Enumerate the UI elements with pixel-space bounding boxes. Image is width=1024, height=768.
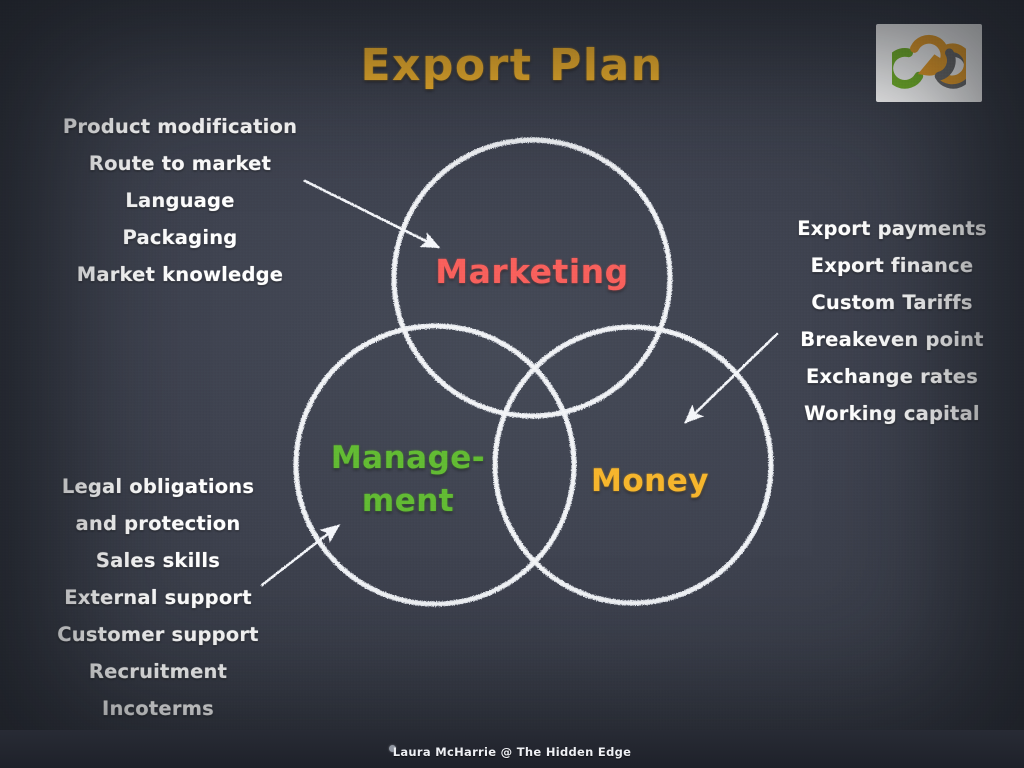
- list-item: Recruitment: [88, 660, 228, 683]
- bullet-dot-icon: [389, 745, 396, 752]
- slide-title: Export Plan: [360, 40, 664, 91]
- footer-band: [0, 730, 1024, 768]
- venn-label-marketing: Marketing: [435, 252, 629, 291]
- arrow-to-marketing: [303, 179, 441, 249]
- list-management: Legal obligations and protection Sales s…: [18, 468, 298, 727]
- list-item: Export payments: [797, 217, 987, 240]
- list-item: Language: [125, 189, 235, 212]
- logo-rings-icon: [892, 34, 966, 89]
- arrow-to-money: [684, 332, 779, 424]
- list-item: Route to market: [88, 152, 272, 175]
- list-item: Market knowledge: [76, 263, 284, 286]
- venn-label-management-line1: Manage-: [330, 440, 486, 476]
- list-item: Product modification: [62, 115, 298, 138]
- list-item: Packaging: [122, 226, 238, 249]
- arrow-to-management: [260, 524, 341, 587]
- list-item: Working capital: [804, 402, 980, 425]
- list-item: Breakeven point: [800, 328, 984, 351]
- list-money: Export payments Export finance Custom Ta…: [770, 210, 1014, 432]
- list-item: Sales skills: [95, 549, 221, 572]
- list-item: and protection: [75, 512, 241, 535]
- list-item: Custom Tariffs: [811, 291, 973, 314]
- list-item: Export finance: [810, 254, 974, 277]
- list-item: Incoterms: [102, 697, 214, 720]
- list-item: Customer support: [57, 623, 259, 646]
- list-item: Legal obligations: [61, 475, 255, 498]
- venn-label-management: Manage- ment: [318, 437, 498, 523]
- list-item: External support: [64, 586, 252, 609]
- list-item: Exchange rates: [805, 365, 979, 388]
- venn-label-money: Money: [591, 463, 709, 499]
- footer-credit: Laura McHarrie @ The Hidden Edge: [392, 745, 632, 759]
- venn-label-management-line2: ment: [361, 483, 455, 519]
- interlocking-rings-logo: [876, 24, 982, 102]
- list-marketing: Product modification Route to market Lan…: [24, 108, 336, 293]
